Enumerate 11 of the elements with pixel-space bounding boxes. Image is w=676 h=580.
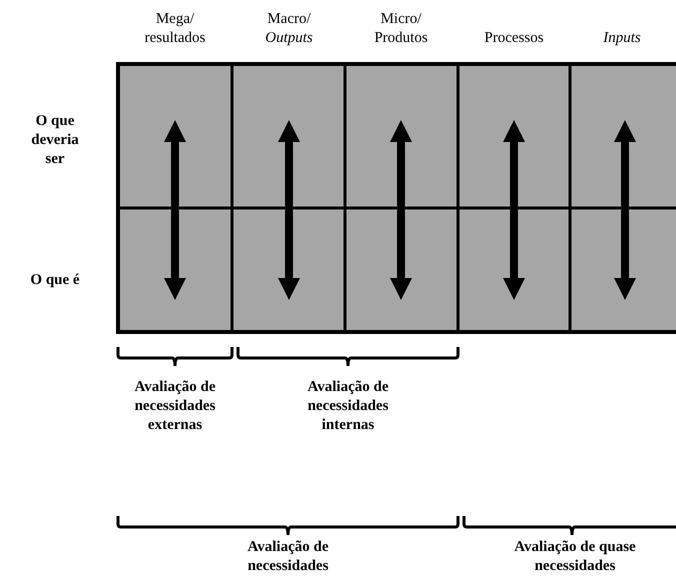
column-header: Inputs [602, 29, 642, 48]
column-header: Processos [483, 29, 545, 48]
column-header: Micro/ Produtos [373, 10, 429, 48]
bracket-label: Avaliação de necessidades externas [134, 378, 216, 435]
row-label: O que é [29, 271, 81, 290]
row-label: O que deveria ser [30, 112, 80, 169]
bracket-label: Avaliação de necessidades [246, 538, 330, 576]
column-header: Mega/ resultados [144, 10, 206, 48]
bracket-label: Avaliação de necessidades internas [306, 378, 390, 435]
column-header: Macro/ Outputs [264, 10, 314, 48]
bracket-label: Avaliação de quase necessidades [513, 538, 637, 576]
